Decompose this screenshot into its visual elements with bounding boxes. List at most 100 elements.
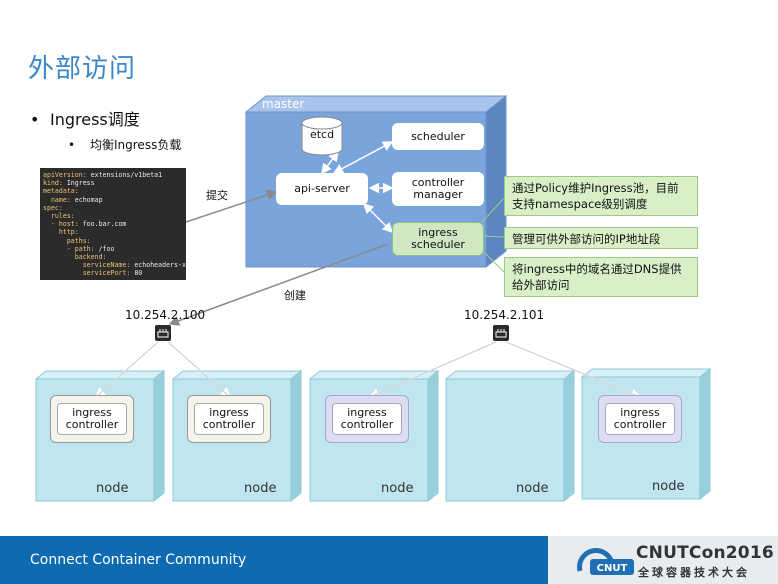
bullet-main-text: Ingress调度 [50,110,140,129]
node-1-label: node [96,481,129,496]
bullet-marker: • [68,138,76,152]
ic-line1: ingress [620,406,660,419]
footer-logo-area [548,536,778,584]
bullet-sub-text: 均衡Ingress负载 [90,138,182,152]
yaml-key: apiVersion: [43,171,87,179]
node-2-label: node [244,481,277,496]
controller-label: controller [411,176,465,189]
submit-arrow [185,189,278,223]
create-label: 创建 [284,289,306,302]
note-dns: 将ingress中的域名通过DNS提供给外部访问 [504,257,698,297]
ip-address-1: 10.254.2.100 [125,308,206,322]
logo-mark-text: CNUT [597,563,628,574]
yaml-key: servicePort: [43,269,131,278]
ic-line2: controller [340,418,394,431]
submit-label: 提交 [206,189,228,202]
ic-line2: controller [202,418,256,431]
yaml-key: paths: [43,236,91,245]
ingress-scheduler-api-arrow [362,202,394,234]
note3-line1: 将ingress中的域名通过DNS提供 [512,262,682,276]
note1-line2: 支持namespace级别调度 [512,197,648,211]
yaml-key: name: [43,195,71,204]
ingress-scheduler-line2: scheduler [411,238,465,251]
yaml-line: spec: [43,204,186,212]
master-side-face [485,94,507,269]
api-server-label: api-server [294,182,350,195]
yaml-line: backend: [43,253,186,261]
ic-line1: ingress [347,406,387,419]
yaml-value: /foo [94,244,115,253]
note1-line1: 通过Policy维护Ingress池，目前 [512,181,679,195]
logo-wordmark: CNUTCon2016 [636,543,774,563]
footer-curve [548,536,580,584]
yaml-key: metadata: [43,187,79,196]
yaml-value: echomap [70,195,103,204]
logo-subtitle: 全球容器技术大会 [638,566,750,579]
note3-connector [481,249,505,273]
note3-line2: 给外部访问 [512,278,570,292]
slide-title: 外部访问 [28,54,137,84]
ingress-scheduler-line1: ingress [418,226,458,239]
ic-line2: controller [613,418,667,431]
yaml-line: name: echomap [43,196,186,204]
yaml-value: extensions/v1beta1 [86,171,163,179]
cnut-logo-icon: CNUT [577,548,634,575]
router1-line-ic1 [95,341,159,398]
yaml-value: 80 [130,269,143,278]
ip-address-2: 10.254.2.101 [464,308,545,322]
create-arrow [168,243,389,326]
yaml-value: foo.bar.com [78,220,127,229]
yaml-line: kind: Ingress [43,179,186,187]
yaml-line: - host: foo.bar.com [43,220,186,228]
router2-line-ic3 [369,341,497,398]
footer-tagline: Connect Container Community [30,552,247,568]
master-label: master [262,97,305,111]
etcd-cylinder [301,116,343,156]
etcd-label: etcd [309,128,335,141]
yaml-line: http: [43,228,186,236]
note-ip-range: 管理可供外部访问的IP地址段 [504,227,698,249]
node-4-label: node [516,481,549,496]
router2-line-ic5 [505,341,641,398]
yaml-line: serviceName: echoheaders-x [43,261,186,269]
node-5-label: node [652,479,685,494]
note-policy-pool: 通过Policy维护Ingress池，目前支持namespace级别调度 [504,176,698,216]
yaml-value: Ingress [62,179,95,188]
yaml-key: - path: [43,244,95,253]
note1-connector [481,197,505,223]
scheduler-box: scheduler [392,123,484,150]
yaml-line: rules: [43,212,186,220]
bullet-balance-load: • 均衡Ingress负载 [68,136,181,153]
note2-text: 管理可供外部访问的IP地址段 [512,232,661,246]
yaml-key: http: [43,228,79,237]
scheduler-api-arrow [332,141,394,174]
yaml-key: kind: [43,179,63,188]
yaml-line: metadata: [43,187,186,195]
api-server-box: api-server [276,173,368,205]
yaml-line: - path: /foo [43,245,186,253]
yaml-key: backend: [43,253,107,262]
ic-line1: ingress [72,406,112,419]
yaml-key: spec: [43,203,63,212]
manager-label: manager [413,188,463,201]
scheduler-label: scheduler [411,129,465,143]
note2-connector [481,235,505,238]
yaml-line: apiVersion: extensions/v1beta1 [43,171,186,179]
yaml-line: servicePort: 80 [43,269,186,277]
bullet-ingress-scheduling: •Ingress调度 [30,106,140,130]
yaml-key: - host: [43,220,79,229]
node-4-shape [444,369,576,503]
router-icon [493,325,509,341]
ic-line1: ingress [209,406,249,419]
ic-line2: controller [65,418,119,431]
node-3-label: node [381,481,414,496]
